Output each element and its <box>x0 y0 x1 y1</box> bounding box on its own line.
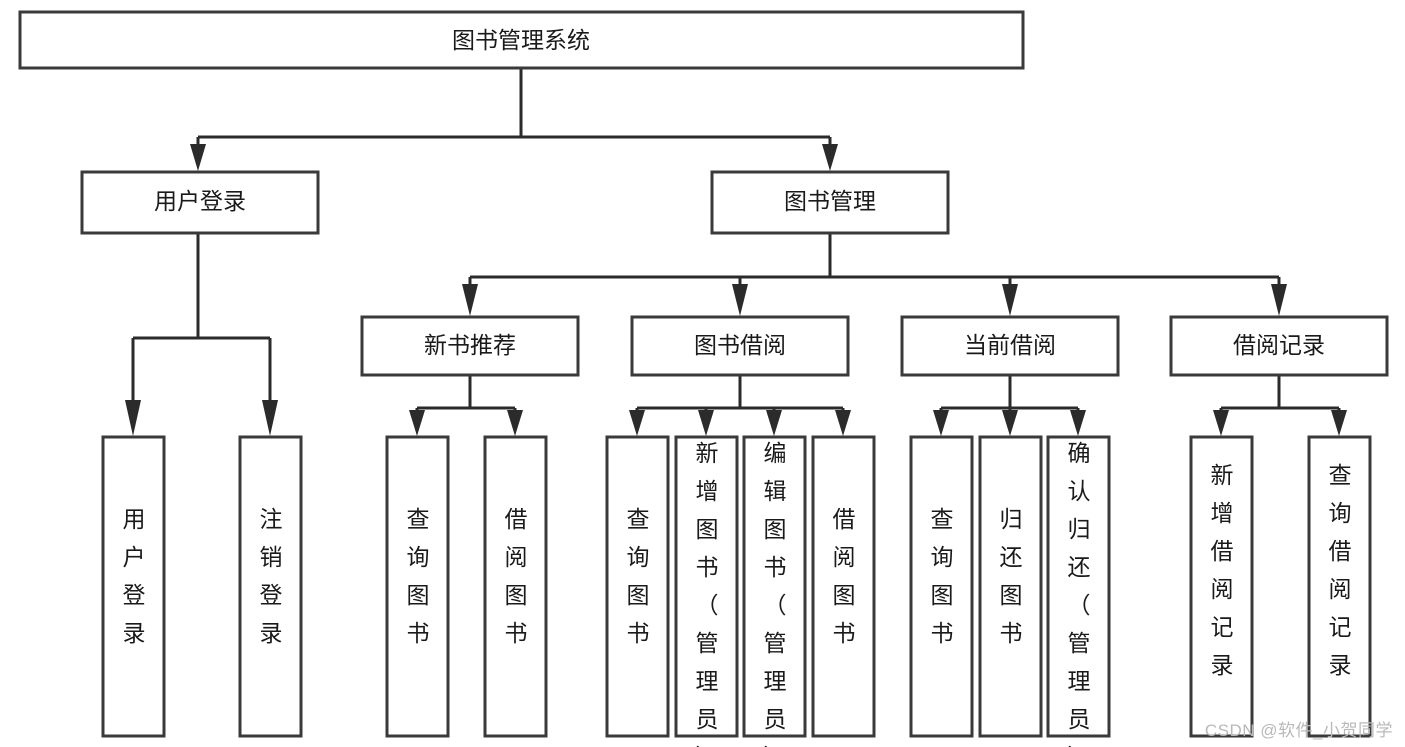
arrow-head-user-login <box>190 144 206 171</box>
connector-group-new-book-recommend <box>409 375 523 436</box>
arrow-head-leaf-query-book-1 <box>409 410 425 436</box>
node-leaf-query-book-1-label: 查询图书 <box>407 506 430 646</box>
node-leaf-query-book-2[interactable]: 查询图书 <box>605 435 670 738</box>
arrow-head-leaf-return-book <box>1002 410 1018 436</box>
arrow-head-leaf-edit-book <box>766 410 782 436</box>
node-root-box[interactable] <box>18 10 1025 70</box>
node-leaf-borrow-book-1[interactable]: 借阅图书 <box>483 435 548 738</box>
arrow-head-leaf-borrow-book-1 <box>507 410 523 436</box>
node-user-login-label: 用户登录 <box>154 188 246 214</box>
node-leaf-query-book-2-box[interactable] <box>605 435 670 738</box>
node-book-manage-box[interactable] <box>710 170 950 235</box>
node-root-label: 图书管理系统 <box>452 27 590 53</box>
arrow-head-leaf-logout <box>262 400 278 436</box>
node-leaf-logout[interactable]: 注销登录 <box>238 435 303 738</box>
node-leaf-add-record-box[interactable] <box>1189 435 1254 738</box>
arrow-head-leaf-user-login <box>125 400 141 436</box>
connector-group-root <box>190 68 838 171</box>
arrow-head-leaf-borrow-book-2 <box>835 410 851 436</box>
node-user-login[interactable]: 用户登录 <box>80 170 320 235</box>
node-leaf-query-book-3-box[interactable] <box>909 435 974 738</box>
node-leaf-logout-label: 注销登录 <box>260 506 283 646</box>
node-leaf-add-record[interactable]: 新增借阅记录 <box>1189 435 1254 738</box>
node-leaf-add-book[interactable]: 新增图书（管理员） <box>674 435 739 747</box>
connector-group-current-borrow <box>933 375 1086 436</box>
node-user-login-box[interactable] <box>80 170 320 235</box>
node-leaf-edit-book-label: 编辑图书（管理员） <box>764 440 787 747</box>
node-book-manage[interactable]: 图书管理 <box>710 170 950 235</box>
arrow-head-book-manage <box>822 144 838 171</box>
node-new-book-recommend[interactable]: 新书推荐 <box>360 315 580 377</box>
node-leaf-add-book-label: 新增图书（管理员） <box>696 440 719 747</box>
node-current-borrow-label: 当前借阅 <box>964 332 1056 358</box>
connector-group-book-borrow <box>629 375 851 436</box>
node-leaf-query-record-label: 查询借阅记录 <box>1329 462 1352 678</box>
node-leaf-borrow-book-1-box[interactable] <box>483 435 548 738</box>
node-leaf-return-book[interactable]: 归还图书 <box>978 435 1043 738</box>
arrow-head-leaf-query-book-2 <box>629 410 645 436</box>
arrow-head-leaf-add-record <box>1213 410 1229 436</box>
node-current-borrow[interactable]: 当前借阅 <box>900 315 1120 377</box>
node-root[interactable]: 图书管理系统 <box>18 10 1025 70</box>
node-leaf-confirm-return-label: 确认归还（管理员） <box>1068 440 1091 747</box>
node-leaf-add-record-label: 新增借阅记录 <box>1211 462 1234 678</box>
arrow-head-leaf-add-book <box>698 410 714 436</box>
node-borrow-record-label: 借阅记录 <box>1233 332 1325 358</box>
node-leaf-query-book-1-box[interactable] <box>385 435 450 738</box>
arrow-head-leaf-query-book-3 <box>933 410 949 436</box>
node-new-book-recommend-box[interactable] <box>360 315 580 377</box>
arrow-head-borrow-record <box>1271 284 1287 316</box>
node-book-manage-label: 图书管理 <box>784 188 876 214</box>
node-leaf-query-record[interactable]: 查询借阅记录 <box>1307 435 1372 738</box>
node-leaf-borrow-book-2[interactable]: 借阅图书 <box>811 435 876 738</box>
node-borrow-record[interactable]: 借阅记录 <box>1169 315 1389 377</box>
node-leaf-logout-box[interactable] <box>238 435 303 738</box>
node-leaf-add-book-box[interactable] <box>674 435 739 738</box>
node-leaf-query-book-2-label: 查询图书 <box>627 506 650 646</box>
node-borrow-record-box[interactable] <box>1169 315 1389 377</box>
arrow-head-leaf-confirm-return <box>1070 410 1086 436</box>
node-leaf-borrow-book-2-label: 借阅图书 <box>833 506 856 646</box>
node-new-book-recommend-label: 新书推荐 <box>424 332 516 358</box>
connector-group-borrow-record <box>1213 375 1347 436</box>
node-leaf-confirm-return[interactable]: 确认归还（管理员） <box>1046 435 1111 747</box>
node-book-borrow-box[interactable] <box>630 315 850 377</box>
node-leaf-user-login[interactable]: 用户登录 <box>101 435 166 738</box>
arrow-head-current-borrow <box>1002 284 1018 316</box>
node-leaf-return-book-box[interactable] <box>978 435 1043 738</box>
node-leaf-edit-book-box[interactable] <box>742 435 807 738</box>
node-leaf-query-book-1[interactable]: 查询图书 <box>385 435 450 738</box>
node-leaf-borrow-book-2-box[interactable] <box>811 435 876 738</box>
node-leaf-query-book-3[interactable]: 查询图书 <box>909 435 974 738</box>
node-leaf-user-login-box[interactable] <box>101 435 166 738</box>
node-leaf-query-book-3-label: 查询图书 <box>931 506 954 646</box>
node-leaf-user-login-label: 用户登录 <box>123 506 146 646</box>
node-leaf-borrow-book-1-label: 借阅图书 <box>505 506 528 646</box>
node-book-borrow-label: 图书借阅 <box>694 332 786 358</box>
node-current-borrow-box[interactable] <box>900 315 1120 377</box>
connector-group-book-manage <box>462 233 1287 316</box>
node-leaf-edit-book[interactable]: 编辑图书（管理员） <box>742 435 807 747</box>
node-book-borrow[interactable]: 图书借阅 <box>630 315 850 377</box>
node-leaf-query-record-box[interactable] <box>1307 435 1372 738</box>
arrow-head-new-book-recommend <box>462 284 478 316</box>
arrow-head-leaf-query-record <box>1331 410 1347 436</box>
connector-group-user-login <box>125 233 278 436</box>
arrow-head-book-borrow <box>732 284 748 316</box>
node-leaf-return-book-label: 归还图书 <box>1000 506 1023 646</box>
node-leaf-confirm-return-box[interactable] <box>1046 435 1111 738</box>
